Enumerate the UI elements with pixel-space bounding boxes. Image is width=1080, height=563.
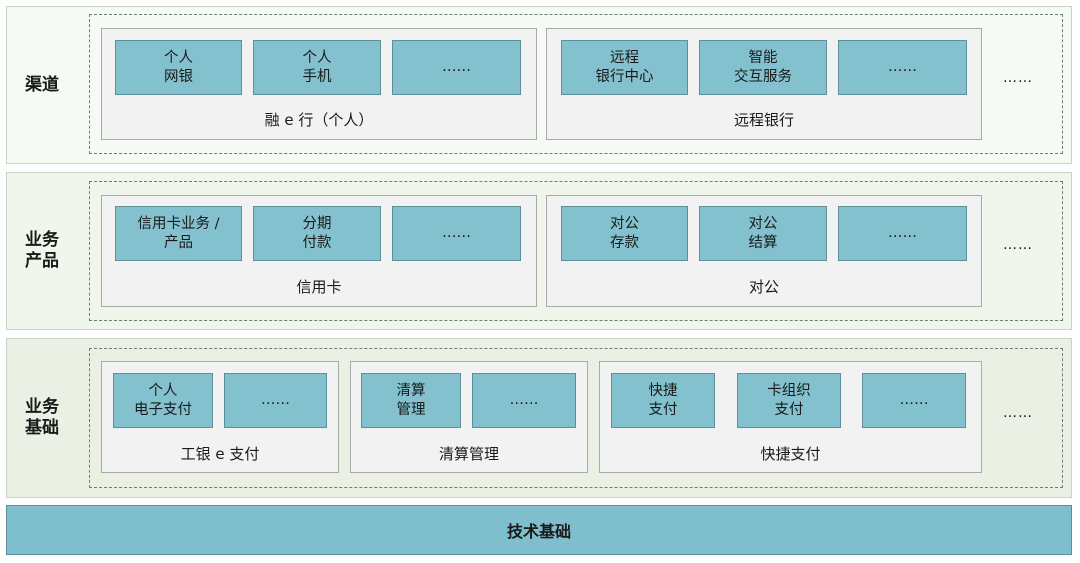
tile-credit-card-business: 信用卡业务 / 产品 bbox=[115, 206, 242, 261]
tile-personal-mobile: 个人 手机 bbox=[253, 40, 381, 95]
layer-products-container bbox=[89, 181, 1063, 321]
group-label: 清算管理 bbox=[438, 445, 499, 463]
tile-installment-payment: 分期 付款 bbox=[253, 206, 381, 261]
tech-foundation-label: 技术基础 bbox=[506, 522, 571, 541]
tile-more: …… bbox=[472, 373, 576, 428]
tile-remote-banking-center: 远程 银行中心 bbox=[561, 40, 688, 95]
tile-personal-online-banking: 个人 网银 bbox=[115, 40, 242, 95]
group-label: 远程银行 bbox=[733, 111, 794, 129]
layer-label-channel: 渠道 bbox=[25, 74, 59, 95]
tile-corporate-deposit: 对公 存款 bbox=[561, 206, 688, 261]
layer-more-ellipsis: …… bbox=[1003, 70, 1033, 86]
layer-channel-container bbox=[89, 14, 1063, 154]
tile-more: …… bbox=[392, 40, 521, 95]
tile-quick-payment: 快捷 支付 bbox=[611, 373, 715, 428]
tile-more: …… bbox=[862, 373, 966, 428]
tile-more: …… bbox=[838, 206, 967, 261]
tile-more: …… bbox=[392, 206, 521, 261]
tile-more: …… bbox=[838, 40, 967, 95]
tile-corporate-settlement: 对公 结算 bbox=[699, 206, 827, 261]
group-label: 融 e 行（个人） bbox=[264, 111, 374, 129]
tech-foundation-bar: 技术基础 bbox=[6, 505, 1072, 555]
layer-more-ellipsis: …… bbox=[1003, 237, 1033, 253]
layer-more-ellipsis: …… bbox=[1003, 405, 1033, 421]
tile-personal-e-payment: 个人 电子支付 bbox=[113, 373, 213, 428]
group-label: 信用卡 bbox=[296, 278, 342, 296]
tile-clearing-management: 清算 管理 bbox=[361, 373, 461, 428]
tile-more: …… bbox=[224, 373, 327, 428]
layer-label-foundation: 业务 基础 bbox=[25, 397, 59, 438]
group-label: 快捷支付 bbox=[760, 445, 821, 463]
layer-foundation-container bbox=[89, 348, 1063, 488]
group-label: 对公 bbox=[748, 278, 779, 296]
tile-smart-interaction: 智能 交互服务 bbox=[699, 40, 827, 95]
group-label: 工银 e 支付 bbox=[180, 445, 260, 463]
layer-label-products: 业务 产品 bbox=[25, 230, 59, 271]
tile-card-org-payment: 卡组织 支付 bbox=[737, 373, 841, 428]
